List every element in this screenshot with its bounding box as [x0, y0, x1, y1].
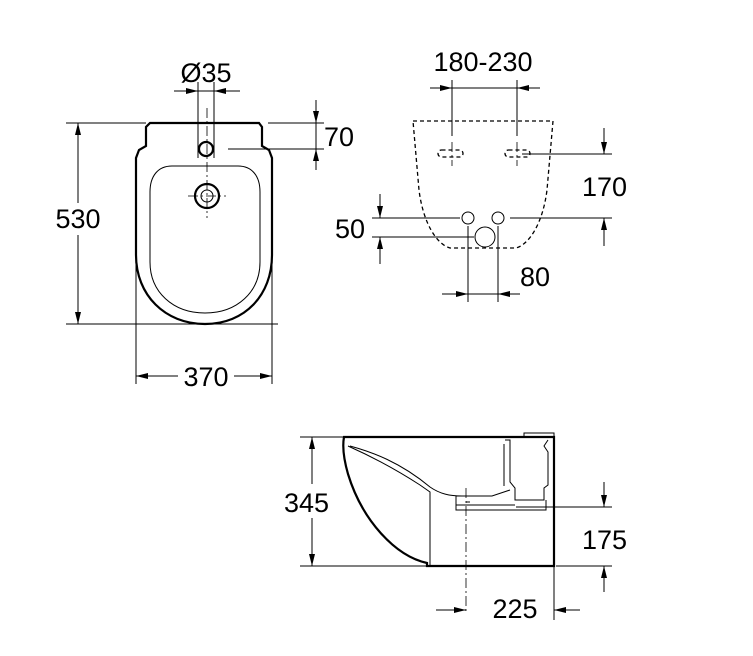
dim70-label: 70	[324, 122, 354, 152]
side-view-outer-profile	[342, 435, 556, 568]
dim170-label: 170	[582, 172, 627, 202]
dim530-label: 530	[55, 204, 100, 234]
side-view-rear-wall	[505, 439, 549, 501]
top-view: Ø35 70 530 370	[50, 58, 354, 392]
dim80-label: 80	[520, 262, 550, 292]
dim345-arrow-top	[309, 437, 315, 449]
dim225-arrow-right	[554, 607, 566, 613]
dim530-label-bg	[50, 203, 106, 235]
side-view: 345 175 225	[284, 432, 627, 624]
dim175-label: 175	[582, 525, 627, 555]
top-view-inner-basin	[149, 165, 261, 314]
dim50-arrow-bottom	[377, 237, 383, 249]
side-view-inner-bowl	[347, 445, 431, 566]
supply-hole-right	[491, 211, 505, 225]
dim180-arrow-right	[517, 85, 529, 91]
rear-drain-hole	[474, 226, 496, 248]
dia-arrow-left	[186, 88, 198, 94]
dim345-label: 345	[284, 488, 329, 518]
dim530-arrow-top	[75, 123, 81, 135]
dim170-arrow-top	[601, 142, 607, 154]
dim170-arrow-bottom	[601, 218, 607, 230]
side-view-top-flange	[523, 432, 555, 437]
dim70-arrow-top	[313, 111, 319, 123]
dim370-arrow-right	[260, 373, 272, 379]
dia-label: Ø35	[180, 58, 231, 88]
dia-arrow-right	[214, 88, 226, 94]
dim180-arrow-left	[440, 85, 452, 91]
dim530-arrow-bottom	[75, 312, 81, 324]
dim50-arrow-top	[377, 206, 383, 218]
top-view-outer-outline	[134, 121, 274, 326]
dim175-arrow-bottom	[601, 566, 607, 578]
dim50-label: 50	[335, 214, 365, 244]
dim370-label: 370	[183, 362, 228, 392]
bolt-slot-left	[437, 149, 464, 158]
rear-view-outline	[412, 120, 554, 249]
tap-hole	[197, 140, 215, 158]
dim180-label: 180-230	[433, 47, 532, 77]
dim225-arrow-left	[454, 607, 466, 613]
dim80-arrow-left	[456, 291, 468, 297]
side-view-drain-channel	[455, 489, 547, 511]
dim345-arrow-bottom	[309, 554, 315, 566]
dim225-label: 225	[492, 594, 537, 624]
dim70-arrow-bottom	[313, 149, 319, 161]
side-view-bowl-rim	[349, 445, 463, 497]
dim175-arrow-top	[601, 495, 607, 507]
rear-view: 180-230 170 50 80	[335, 47, 627, 302]
dim80-arrow-right	[498, 291, 510, 297]
supply-hole-left	[461, 211, 475, 225]
dim370-arrow-left	[136, 373, 148, 379]
